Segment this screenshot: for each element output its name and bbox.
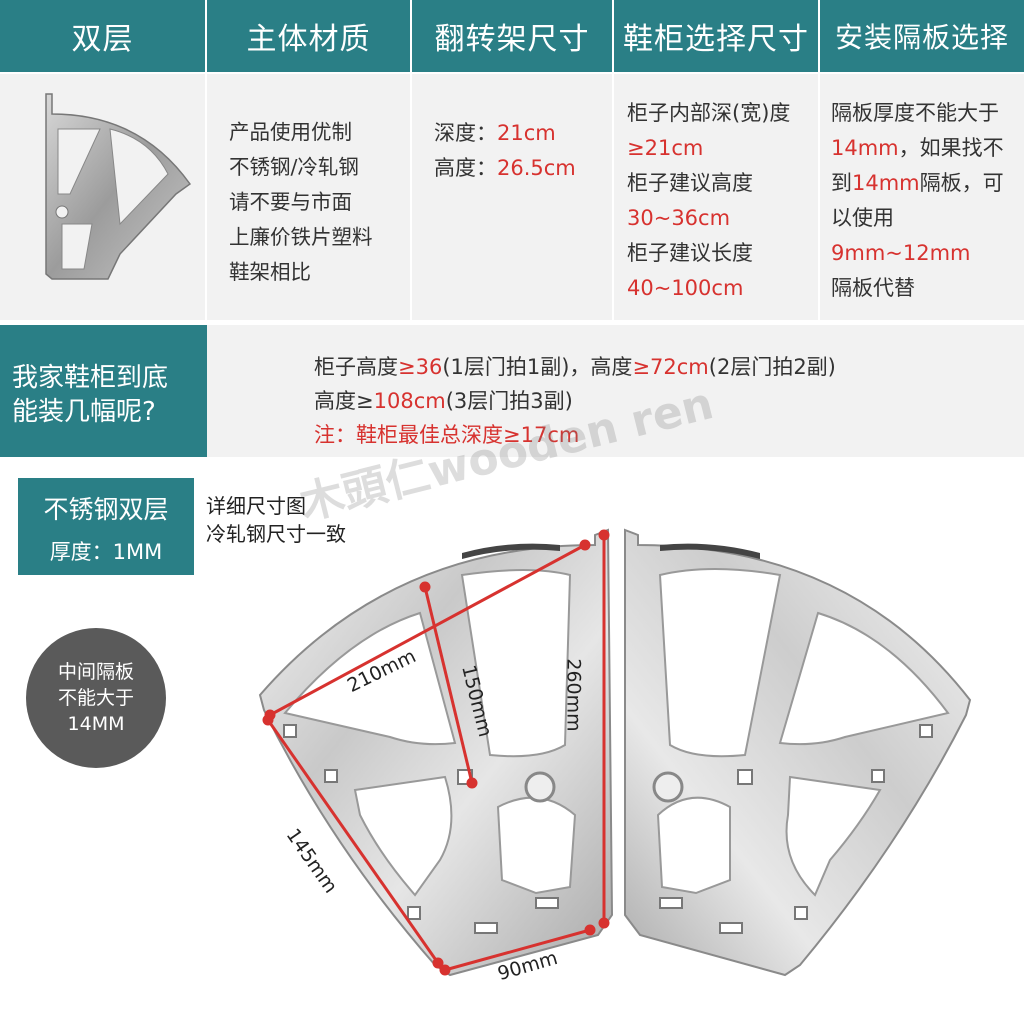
- cell-material: 产品使用优制 不锈钢/冷轧钢 请不要与市面 上廉价铁片塑料 鞋架相比: [207, 74, 410, 320]
- shelf-text: ，如果找不: [898, 136, 1004, 160]
- material-line: 不锈钢/冷轧钢: [229, 155, 359, 179]
- spec-title: 不锈钢双层: [43, 495, 169, 524]
- cell-cabinet-size: 柜子内部深(宽)度 ≥21cm 柜子建议高度 30~36cm 柜子建议长度 40…: [614, 74, 818, 320]
- cabinet-length-label: 柜子建议长度: [627, 241, 753, 265]
- cabinet-height-label: 柜子建议高度: [627, 171, 753, 195]
- right-bracket: [624, 528, 972, 977]
- badge-line: 中间隔板: [57, 661, 134, 683]
- shelf-alt-value: 9mm~12mm: [831, 241, 971, 265]
- dim-label-260: 260mm: [562, 658, 585, 732]
- shelf-line: 隔板厚度不能大于: [831, 101, 999, 125]
- answer-value: 108cm: [373, 389, 446, 413]
- answer-part: (2层门拍2副): [708, 355, 836, 379]
- material-line: 鞋架相比: [229, 260, 311, 284]
- shelf-limit-badge: 中间隔板 不能大于 14MM: [26, 628, 166, 768]
- detail-line: 详细尺寸图: [206, 494, 306, 518]
- cell-product-image: [0, 74, 205, 320]
- question-box: 我家鞋柜到底 能装几幅呢?: [0, 325, 207, 457]
- answer-note: 注：鞋柜最佳总深度≥17cm: [314, 423, 580, 447]
- cell-frame-size: 深度：21cm 高度：26.5cm: [412, 74, 612, 320]
- question-line: 能装几幅呢?: [12, 397, 156, 427]
- detail-line: 冷轧钢尺寸一致: [206, 522, 346, 546]
- answer-value: ≥72cm: [632, 355, 709, 379]
- cabinet-height-value: 30~36cm: [627, 206, 731, 230]
- bracket-pair-illustration: [258, 528, 972, 977]
- shelf-text: 到: [831, 171, 852, 195]
- shelf-max-value: 14mm: [831, 136, 899, 160]
- shelf-text: 隔板，可: [919, 171, 1004, 195]
- cabinet-length-value: 40~100cm: [627, 276, 744, 300]
- height-label: 高度：: [434, 156, 497, 180]
- shelf-text: 隔板代替: [831, 276, 915, 300]
- material-line: 上廉价铁片塑料: [229, 225, 373, 249]
- badge-line: 不能大于: [57, 687, 134, 709]
- badge-line: 14MM: [67, 713, 125, 735]
- depth-label: 深度：: [434, 121, 497, 145]
- header-double-layer: 双层: [0, 0, 205, 72]
- header-frame-size: 翻转架尺寸: [412, 0, 612, 72]
- cabinet-depth-label: 柜子内部深(宽)度: [627, 101, 791, 125]
- shelf-text: 以使用: [831, 206, 894, 230]
- question-line: 我家鞋柜到底: [12, 363, 169, 393]
- height-value: 26.5cm: [497, 156, 576, 180]
- spec-box: 不锈钢双层 厚度：1MM: [18, 478, 194, 575]
- answer-part: 高度≥: [314, 389, 374, 413]
- detail-note: 详细尺寸图 冷轧钢尺寸一致: [206, 492, 346, 548]
- answer-text: 柜子高度≥36(1层门拍1副)，高度≥72cm(2层门拍2副) 高度≥108cm…: [314, 350, 836, 452]
- answer-part: (3层门拍3副): [445, 389, 573, 413]
- spec-thickness: 厚度：1MM: [49, 540, 163, 564]
- cabinet-depth-value: ≥21cm: [627, 136, 704, 160]
- answer-value: ≥36: [398, 355, 443, 379]
- answer-part: (1层门拍1副)，高度: [442, 355, 633, 379]
- header-material: 主体材质: [207, 0, 410, 72]
- shelf-max-value-2: 14mm: [852, 171, 920, 195]
- dimension-lines: [262, 529, 610, 976]
- left-bracket: [258, 528, 614, 977]
- material-line: 产品使用优制: [229, 120, 352, 144]
- cell-shelf-choice: 隔板厚度不能大于 14mm，如果找不 到14mm隔板，可 以使用 9mm~12m…: [820, 74, 1024, 320]
- depth-value: 21cm: [497, 121, 556, 145]
- bracket-thumbnail: [45, 93, 192, 280]
- answer-part: 柜子高度: [314, 355, 398, 379]
- header-cabinet-size: 鞋柜选择尺寸: [614, 0, 818, 72]
- header-shelf-choice: 安装隔板选择: [820, 0, 1024, 72]
- material-line: 请不要与市面: [229, 190, 352, 214]
